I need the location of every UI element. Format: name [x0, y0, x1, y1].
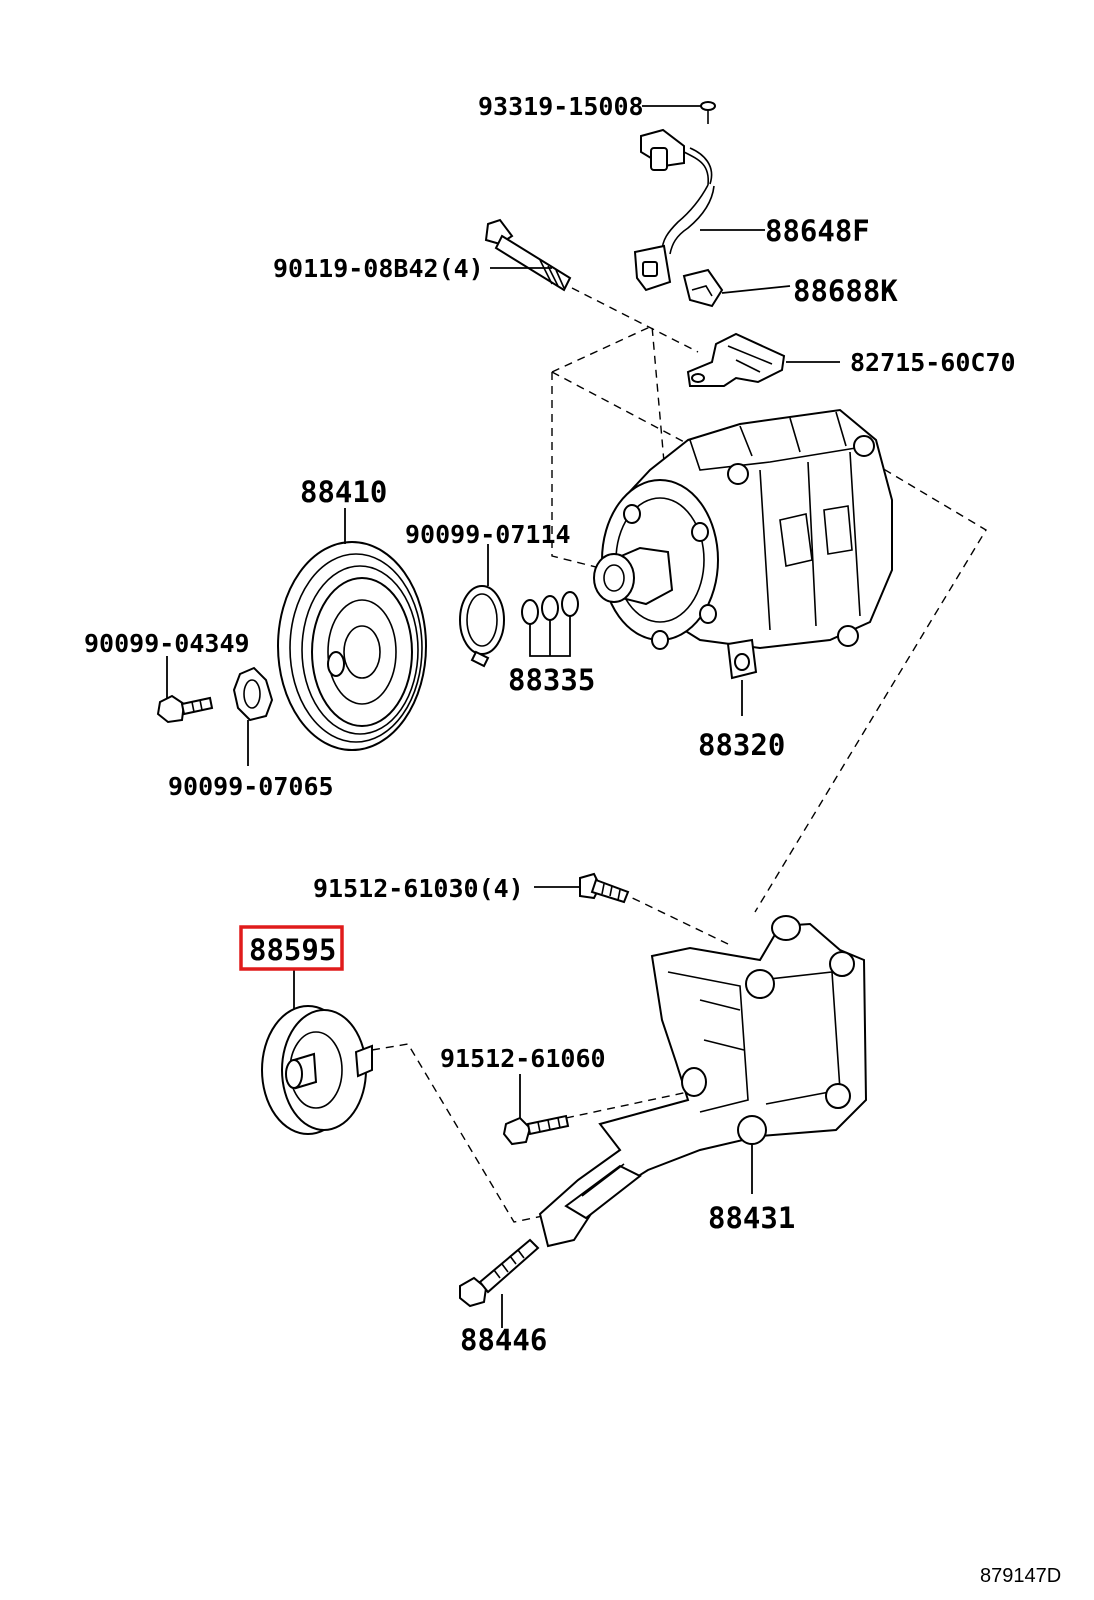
part-labels: 93319-15008 88648F 90119-08B42(4) 88688K… — [84, 92, 1016, 1357]
assembly-dashed-lines — [371, 287, 987, 1223]
label-93319-15008[interactable]: 93319-15008 — [478, 92, 644, 121]
label-88648F[interactable]: 88648F — [765, 214, 870, 248]
bracket-bolt-part — [534, 872, 630, 904]
idler-pulley-part — [261, 970, 373, 1135]
snap-ring-part — [459, 544, 505, 668]
clutch-washer-part — [232, 666, 274, 766]
label-88446[interactable]: 88446 — [460, 1323, 547, 1357]
label-88595[interactable]: 88595 — [249, 933, 336, 967]
label-90099-04349[interactable]: 90099-04349 — [84, 629, 250, 658]
label-88431[interactable]: 88431 — [708, 1201, 795, 1235]
shims-part — [521, 591, 579, 657]
adjust-bolt-part — [459, 1238, 540, 1328]
label-88410[interactable]: 88410 — [300, 475, 387, 509]
label-91512-61030[interactable]: 91512-61030(4) — [313, 874, 524, 903]
highlight-box — [239, 925, 344, 971]
clamp-part — [682, 268, 791, 308]
label-90119-08B42[interactable]: 90119-08B42(4) — [273, 254, 484, 283]
label-91512-61060[interactable]: 91512-61060 — [440, 1044, 606, 1073]
label-88688K[interactable]: 88688K — [793, 274, 898, 308]
wire-harness-part — [633, 128, 765, 292]
mount-bracket-part — [538, 915, 868, 1248]
clutch-bolt-part — [156, 656, 214, 724]
clutch-pulley-part — [277, 508, 427, 751]
label-88320[interactable]: 88320 — [698, 728, 785, 762]
compressor-part — [593, 408, 893, 716]
bracket-part — [686, 332, 840, 387]
label-82715-60C70[interactable]: 82715-60C70 — [850, 348, 1016, 377]
label-88335[interactable]: 88335 — [508, 663, 595, 697]
label-90099-07065[interactable]: 90099-07065 — [168, 772, 334, 801]
diagram-reference-code: 879147D — [980, 1565, 1061, 1587]
idler-bolt-part — [502, 1074, 570, 1146]
label-90099-07114[interactable]: 90099-07114 — [405, 520, 571, 549]
sensor-screw-part — [642, 101, 716, 124]
compressor-bolt-part — [484, 218, 572, 292]
